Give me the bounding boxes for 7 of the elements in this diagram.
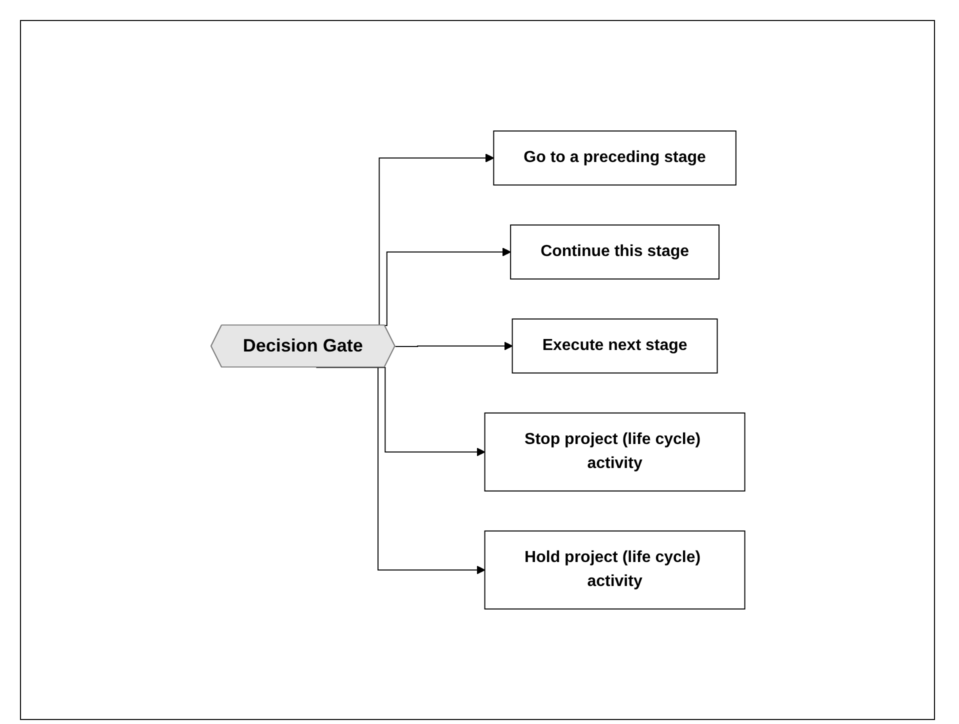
arrow: [394, 342, 512, 350]
node-box: Stop project (life cycle) activity: [484, 412, 745, 492]
node-box: Continue this stage: [510, 224, 720, 280]
node-box: Execute next stage: [511, 318, 718, 374]
arrow: [315, 367, 485, 574]
node-box: Go to a preceding stage: [492, 130, 736, 186]
node-box: Hold project (life cycle) activity: [484, 530, 745, 610]
